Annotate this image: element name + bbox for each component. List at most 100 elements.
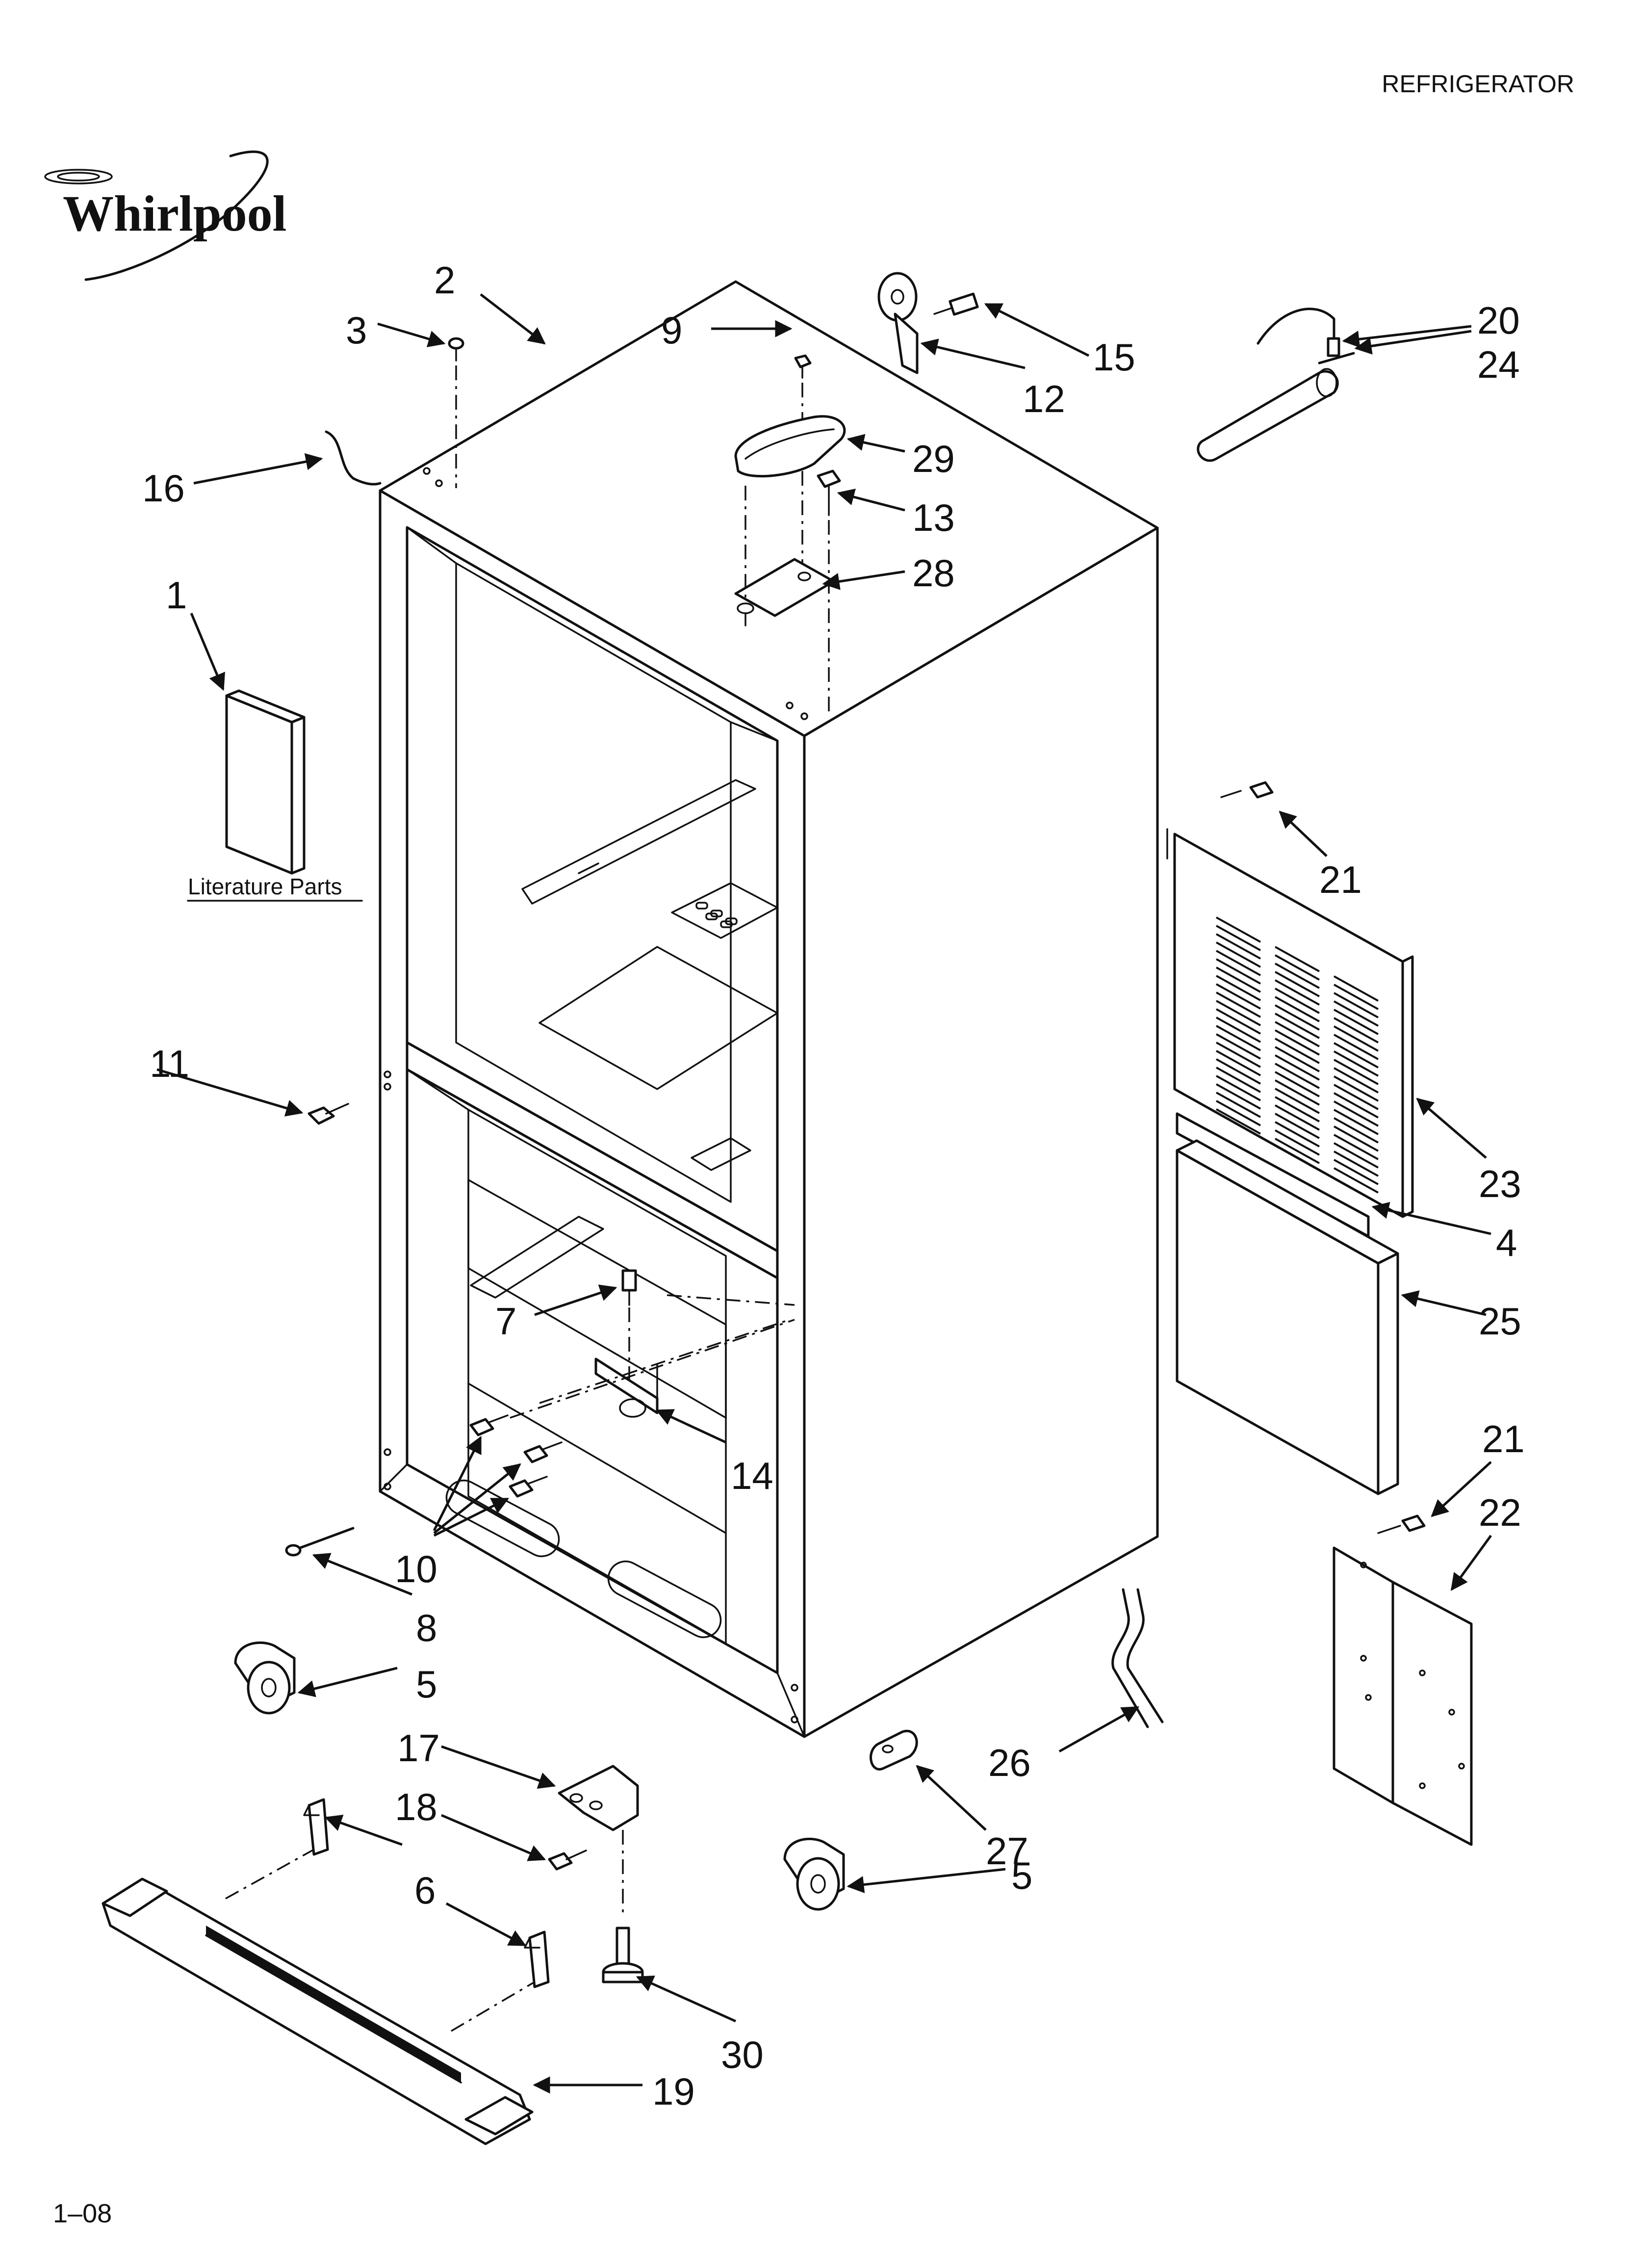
vent-slat [1216, 966, 1261, 993]
callout-24: 24 [1477, 343, 1520, 386]
vent-slat [1275, 946, 1320, 972]
vent-slat [1275, 1104, 1320, 1131]
callout-29: 29 [912, 437, 955, 480]
part-11-screw [308, 1103, 349, 1125]
vent-slat [1275, 1021, 1320, 1047]
callout-7: 7 [495, 1300, 516, 1343]
part-3-screw [448, 337, 464, 362]
literature-parts-label: Literature Parts [188, 874, 342, 899]
vent-slat [1334, 1142, 1379, 1169]
revision-code: 1–08 [53, 2199, 112, 2228]
callout-12: 12 [1023, 377, 1065, 420]
part-16-clip [325, 430, 382, 486]
vent-slat [1216, 1092, 1261, 1118]
vent-slat [1216, 941, 1261, 968]
callout-28: 28 [912, 551, 955, 595]
part-21-screw-upper [1220, 781, 1274, 799]
callout-30: 30 [721, 2033, 764, 2076]
callout-21-lower: 21 [1482, 1417, 1525, 1460]
part-27-clamp [870, 1729, 918, 1771]
vent-slat [1275, 1063, 1320, 1089]
vent-slat [1216, 925, 1261, 951]
vent-slat [1216, 1083, 1261, 1110]
vent-slat [1216, 1025, 1261, 1051]
part-21-screw-lower [1377, 1514, 1426, 1534]
part-12-top-hinge [877, 272, 919, 374]
vent-slat [1216, 1058, 1261, 1085]
part-18-screw [548, 1850, 587, 1871]
vent-slat [1334, 1150, 1379, 1177]
vent-slat [1275, 1129, 1320, 1156]
vent-slat [1216, 1067, 1261, 1093]
vent-slat [1334, 1017, 1379, 1043]
callout-5-front: 5 [416, 1663, 437, 1706]
callout-23: 23 [1479, 1162, 1521, 1205]
callout-22: 22 [1479, 1491, 1521, 1534]
vent-slat [1216, 975, 1261, 1001]
callout-19: 19 [652, 2070, 695, 2113]
vent-slat [1275, 1054, 1320, 1081]
callout-16: 16 [142, 467, 185, 510]
leader-lines [156, 293, 1492, 2094]
callout-8: 8 [416, 1606, 437, 1649]
part-15-screw [933, 292, 979, 316]
vent-slat [1334, 1159, 1379, 1185]
vent-slat [1334, 1025, 1379, 1052]
vent-slat [1334, 1125, 1379, 1152]
callout-4: 4 [1496, 1221, 1517, 1264]
vent-slat [1334, 1000, 1379, 1027]
vent-slat [1275, 988, 1320, 1014]
vent-slat [1334, 1109, 1379, 1135]
callout-20: 20 [1477, 299, 1520, 342]
callout-9: 9 [661, 309, 682, 352]
callout-5-rear: 5 [1011, 1854, 1032, 1897]
vent-slat [1275, 1096, 1320, 1122]
vent-slat [1216, 916, 1261, 943]
vent-slat [1334, 1092, 1379, 1119]
vent-slat [1275, 996, 1320, 1022]
vent-slat [1275, 979, 1320, 1006]
vent-slat [1334, 1050, 1379, 1077]
vent-slat [1216, 950, 1261, 976]
refrigerator-cabinet [379, 280, 1159, 1738]
part-5-caster-front [234, 1642, 296, 1715]
vent-slat [1334, 1167, 1379, 1194]
vent-slat [1275, 1071, 1320, 1097]
callout-1: 1 [166, 574, 187, 617]
vent-slat [1334, 1034, 1379, 1060]
vent-slat [1334, 992, 1379, 1018]
callout-17: 17 [397, 1726, 440, 1770]
vent-slat [1216, 1017, 1261, 1043]
vent-slat [1334, 1134, 1379, 1160]
part-5-caster-rear [783, 1838, 845, 1911]
vent-slat [1334, 1084, 1379, 1110]
part-9-screw [794, 354, 812, 379]
part-7-pin [621, 1269, 637, 1306]
vent-slat [1334, 984, 1379, 1010]
callout-3: 3 [346, 309, 367, 352]
part-29-hinge-cover [734, 415, 846, 478]
part-22-cover-plate [1333, 1546, 1473, 1846]
vent-slat [1275, 1138, 1320, 1164]
part-8-bolt [285, 1527, 355, 1557]
vent-slat [1216, 1008, 1261, 1035]
callout-14: 14 [731, 1454, 773, 1497]
vent-slat [1275, 1113, 1320, 1139]
vent-slat [1275, 1013, 1320, 1039]
vent-slat [1216, 991, 1261, 1018]
callout-18: 18 [395, 1785, 437, 1828]
vent-slat [1216, 983, 1261, 1010]
vent-slat [1334, 1075, 1379, 1102]
vent-slat [1216, 1108, 1261, 1135]
logo-text: Whirlpool [63, 185, 287, 242]
vent-slat [1275, 963, 1320, 989]
vent-slat [1216, 1000, 1261, 1026]
vent-slat [1216, 1042, 1261, 1068]
vent-slat [1216, 1100, 1261, 1126]
part-6-clip-left [303, 1798, 329, 1856]
callout-15: 15 [1093, 336, 1135, 379]
vent-slat [1334, 1042, 1379, 1069]
part-23-vent-panel [1166, 828, 1414, 1218]
vent-slat [1275, 1004, 1320, 1031]
